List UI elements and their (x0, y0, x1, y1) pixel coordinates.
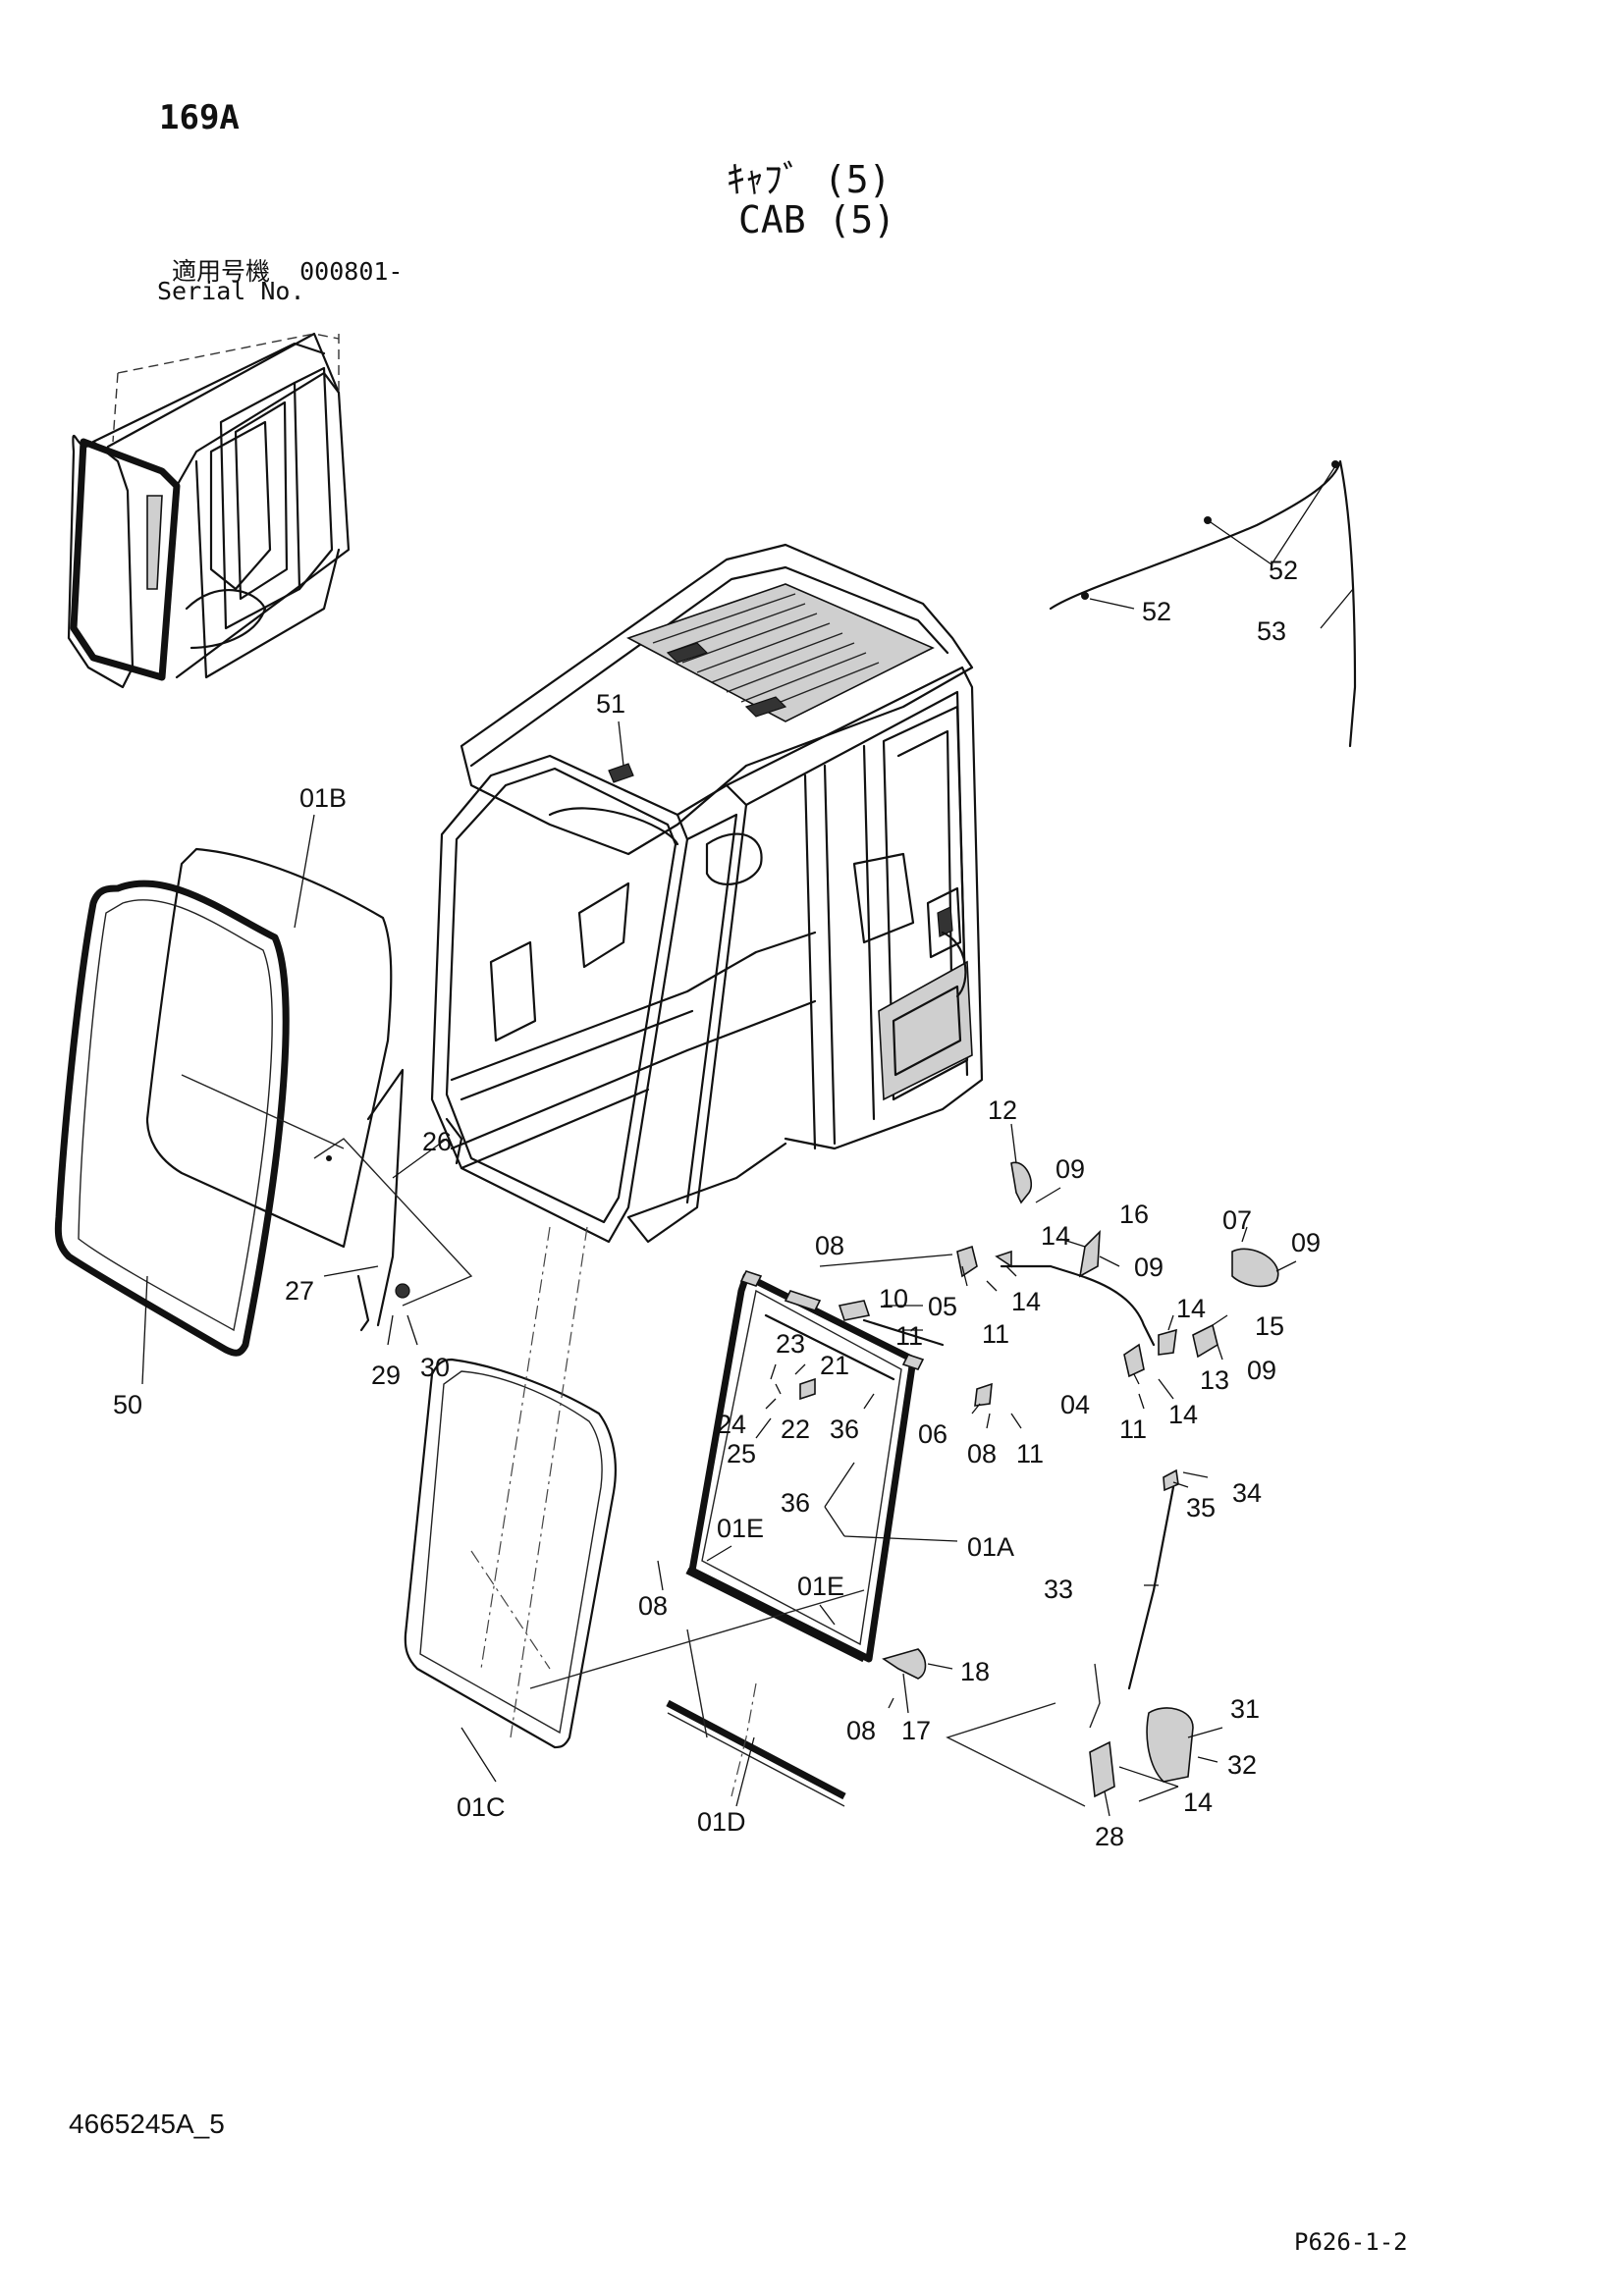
callout-26: 26 (422, 1127, 452, 1156)
callout-14-d: 14 (1168, 1400, 1198, 1429)
callout-36-a: 36 (830, 1415, 859, 1444)
callout-36-b: 36 (781, 1488, 810, 1518)
door-hardware-parts (799, 1161, 1279, 1807)
callout-11-c: 11 (1119, 1415, 1147, 1444)
callout-01D: 01D (697, 1807, 746, 1837)
callout-01A: 01A (967, 1532, 1014, 1562)
page-reference: P626-1-2 (1294, 2228, 1408, 2256)
callout-23: 23 (776, 1329, 805, 1359)
callout-08-c: 08 (638, 1591, 668, 1621)
callout-09-d: 09 (1247, 1356, 1276, 1385)
callout-18: 18 (960, 1657, 990, 1686)
callout-09-c: 09 (1291, 1228, 1321, 1257)
callout-53: 53 (1257, 616, 1286, 646)
callout-labels: 52 52 53 51 01B 26 27 29 30 50 12 09 14 … (113, 556, 1321, 1851)
page-id: 169A (159, 98, 240, 137)
callout-13: 13 (1200, 1365, 1229, 1395)
callout-28: 28 (1095, 1822, 1124, 1851)
callout-34: 34 (1232, 1478, 1262, 1508)
callout-09-b: 09 (1134, 1253, 1164, 1282)
serial-range: 適用号機 000801- (172, 252, 403, 288)
callout-52-upper: 52 (1269, 556, 1298, 585)
callout-35: 35 (1186, 1493, 1216, 1522)
side-glass-01C (404, 1358, 617, 1749)
leader-lines (141, 465, 1354, 1817)
callout-10: 10 (879, 1284, 908, 1313)
callout-04: 04 (1060, 1390, 1090, 1419)
front-glass-01B (145, 847, 393, 1249)
callout-08-d: 08 (846, 1716, 876, 1745)
serial-label-jp: 適用号機 (172, 257, 271, 286)
callout-52-lower: 52 (1142, 597, 1171, 626)
callout-14-b: 14 (1011, 1287, 1041, 1316)
callout-01E-a: 01E (717, 1514, 764, 1543)
title-japanese: ｷｬﾌﾞ (5) (727, 158, 892, 201)
callout-12: 12 (988, 1095, 1017, 1125)
serial-value: 000801- (299, 257, 404, 286)
callout-27: 27 (285, 1276, 314, 1306)
callout-01C: 01C (457, 1792, 506, 1822)
callout-25: 25 (727, 1439, 756, 1468)
front-glass-seal-drawing (54, 880, 290, 1357)
callout-14-c: 14 (1176, 1294, 1206, 1323)
callout-06: 06 (918, 1419, 947, 1449)
callout-08-b: 08 (967, 1439, 997, 1468)
callout-14-e: 14 (1183, 1788, 1213, 1817)
callout-31: 31 (1230, 1694, 1260, 1724)
callout-08-a: 08 (815, 1231, 844, 1260)
callout-14-a: 14 (1041, 1221, 1070, 1251)
wiper-seal-parts (313, 1068, 473, 1332)
callout-33: 33 (1044, 1575, 1073, 1604)
callout-24: 24 (717, 1410, 746, 1439)
door-sill-01D (666, 1699, 846, 1807)
callout-07: 07 (1222, 1205, 1252, 1235)
antenna-wire-drawing (1049, 459, 1357, 748)
callout-51: 51 (596, 689, 625, 719)
main-cab-frame-drawing (430, 543, 984, 1244)
callout-15: 15 (1255, 1311, 1284, 1341)
callout-50: 50 (113, 1390, 142, 1419)
callout-11-b: 11 (895, 1321, 923, 1351)
callout-11-d: 11 (1016, 1439, 1044, 1468)
document-number: 4665245A_5 (69, 2109, 225, 2139)
serial-label-en: Serial No. (157, 277, 305, 305)
callout-29: 29 (371, 1361, 401, 1390)
callout-30: 30 (420, 1353, 450, 1382)
callout-32: 32 (1227, 1750, 1257, 1780)
projection-lines (470, 1226, 865, 1797)
key-view-cab-drawing (67, 332, 351, 689)
callout-11-a: 11 (982, 1319, 1009, 1349)
title-english: CAB (5) (738, 198, 896, 241)
callout-16: 16 (1119, 1200, 1149, 1229)
callout-01B: 01B (299, 783, 347, 813)
callout-09-a: 09 (1056, 1154, 1085, 1184)
callout-17: 17 (901, 1716, 931, 1745)
callout-05: 05 (928, 1292, 957, 1321)
callout-22: 22 (781, 1415, 810, 1444)
callout-01E-b: 01E (797, 1572, 844, 1601)
callout-21: 21 (820, 1351, 849, 1380)
